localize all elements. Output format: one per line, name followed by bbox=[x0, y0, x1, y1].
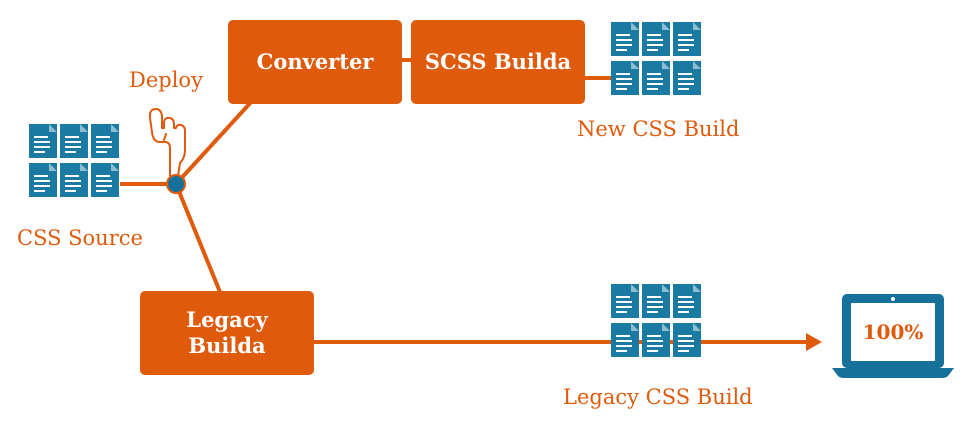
legacy-css-build-label: Legacy CSS Build bbox=[563, 385, 753, 409]
deploy-label: Deploy bbox=[129, 68, 203, 92]
legacy-builda-box: Legacy Builda bbox=[140, 291, 314, 375]
legacy-builda-label-line2: Builda bbox=[188, 333, 266, 358]
css-source-files-icon bbox=[29, 124, 119, 197]
arrow-right-icon bbox=[806, 333, 822, 351]
scss-builda-box: SCSS Builda bbox=[411, 20, 585, 104]
laptop-icon bbox=[832, 294, 954, 378]
junction-node bbox=[166, 174, 186, 194]
converter-box: Converter bbox=[228, 20, 402, 104]
scss-builda-label: SCSS Builda bbox=[424, 49, 572, 74]
legacy-builda-label-line1: Legacy bbox=[186, 307, 268, 332]
new-css-build-label: New CSS Build bbox=[577, 117, 740, 141]
converter-label: Converter bbox=[256, 49, 374, 74]
hand-pointer-icon bbox=[148, 108, 186, 177]
laptop-screen-text: 100% bbox=[862, 320, 924, 344]
legacy-css-build-files-icon bbox=[611, 284, 701, 357]
new-css-build-files-icon bbox=[611, 22, 701, 95]
css-source-label: CSS Source bbox=[17, 226, 143, 250]
